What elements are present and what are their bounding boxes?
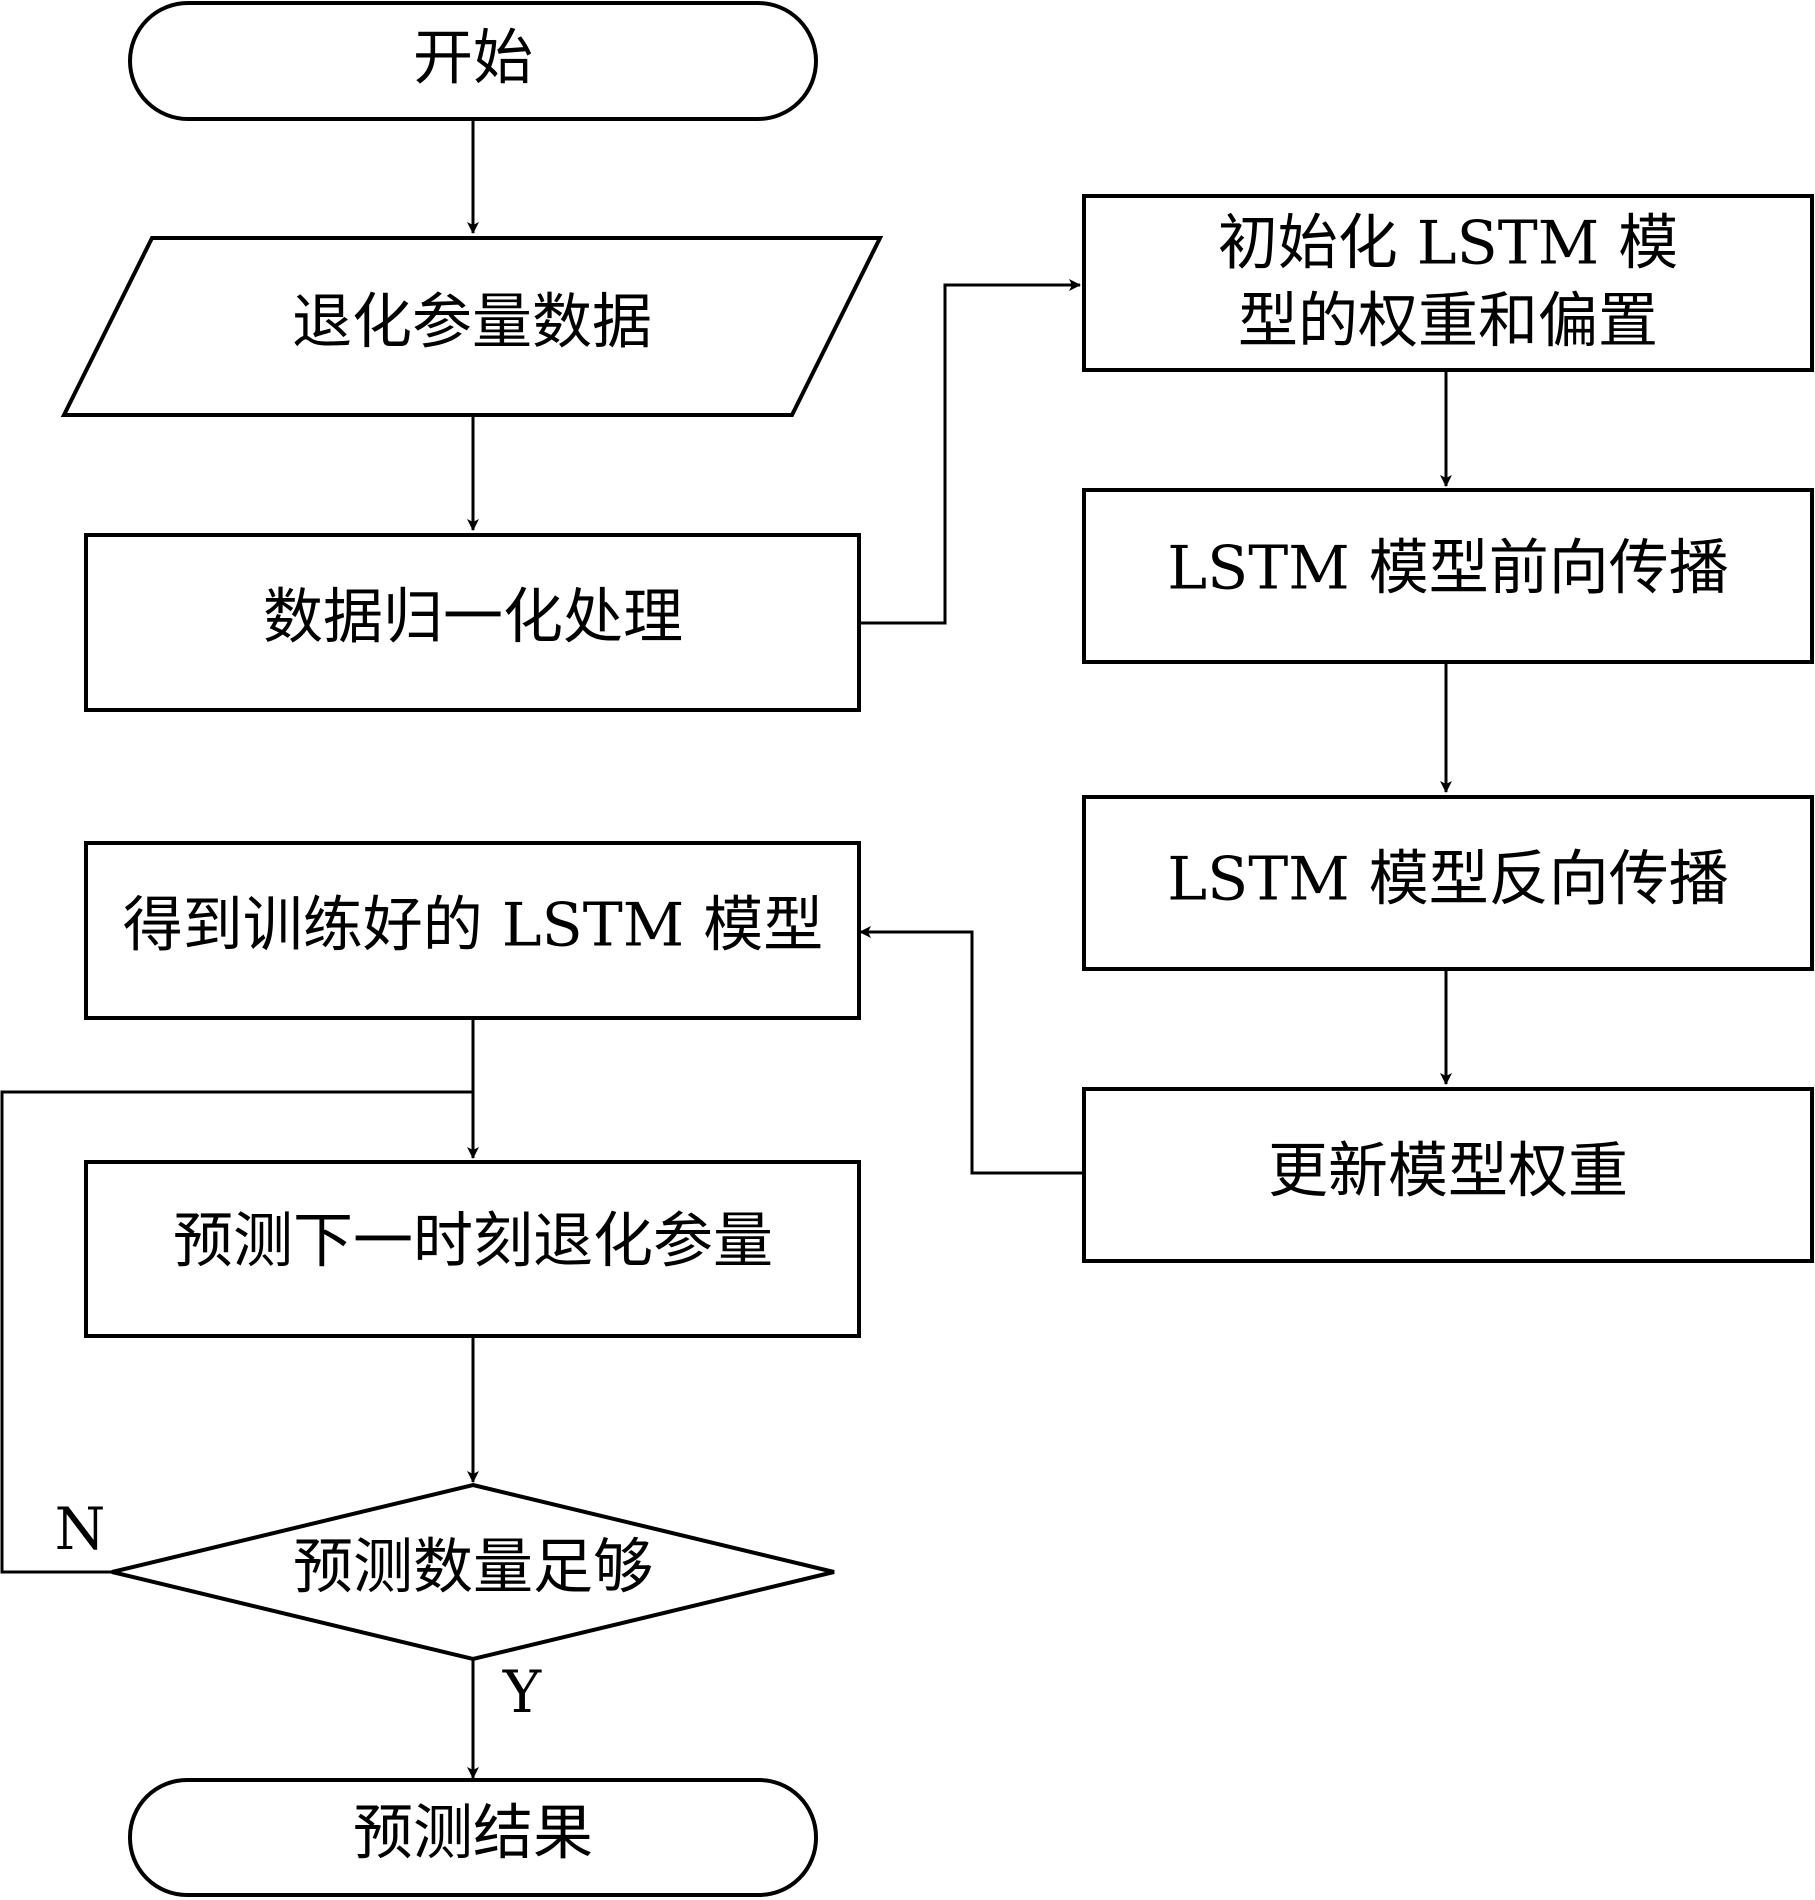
forward-propagation-label: LSTM 模型前向传播 — [1167, 534, 1728, 604]
start-label: 开始 — [413, 24, 533, 94]
connectors — [0, 120, 1452, 1779]
backward-propagation-node: LSTM 模型反向传播 — [1082, 795, 1814, 971]
branch-yes-label: Y — [502, 1658, 542, 1726]
arrow-update-to-trained — [859, 926, 1082, 1175]
init-lstm-label-line1: 初始化 LSTM 模 — [1218, 209, 1679, 279]
end-label: 预测结果 — [353, 1799, 593, 1869]
decision-label: 预测数量足够 — [293, 1533, 653, 1603]
update-weights-node: 更新模型权重 — [1082, 1087, 1814, 1263]
decision-node: 预测数量足够 — [111, 1482, 835, 1662]
arrow-normalize-to-init — [860, 279, 1081, 625]
input-data-node: 退化参量数据 — [60, 236, 884, 417]
loop-no-branch-line — [0, 1090, 473, 1574]
trained-model-label: 得到训练好的 LSTM 模型 — [123, 891, 824, 961]
normalize-label: 数据归一化处理 — [263, 583, 683, 653]
trained-model-node: 得到训练好的 LSTM 模型 — [84, 841, 861, 1020]
start-node: 开始 — [128, 1, 818, 121]
backward-propagation-label: LSTM 模型反向传播 — [1167, 845, 1728, 915]
branch-no-label: N — [55, 1495, 106, 1563]
init-lstm-label-line2: 型的权重和偏置 — [1238, 287, 1658, 357]
predict-next-node: 预测下一时刻退化参量 — [84, 1160, 861, 1338]
update-weights-label: 更新模型权重 — [1268, 1137, 1628, 1207]
end-node: 预测结果 — [128, 1778, 818, 1897]
normalize-node: 数据归一化处理 — [84, 533, 861, 712]
input-data-label: 退化参量数据 — [292, 288, 652, 358]
predict-next-label: 预测下一时刻退化参量 — [173, 1207, 773, 1277]
init-lstm-node: 初始化 LSTM 模 型的权重和偏置 — [1082, 194, 1814, 372]
forward-propagation-node: LSTM 模型前向传播 — [1082, 488, 1814, 664]
